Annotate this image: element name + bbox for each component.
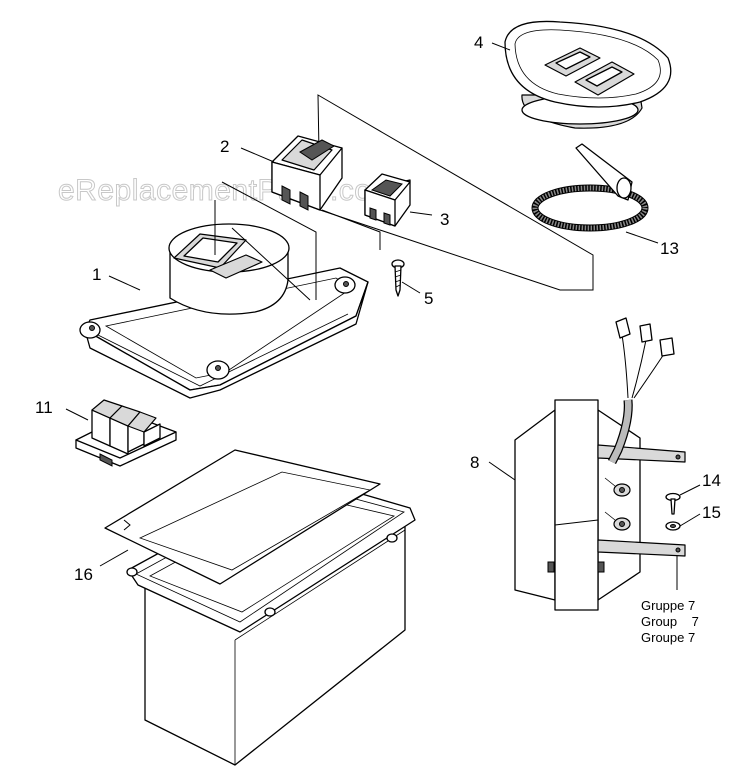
part-11-terminal-block [75,399,177,467]
callout-3: 3 [440,210,449,229]
part-16-cover-and-box [104,449,416,766]
group-note-fr: Groupe 7 [641,630,695,645]
callout-5: 5 [424,289,433,308]
callout-11: 11 [35,398,53,417]
callout-1: 1 [92,265,101,284]
part-2-rocker-switch [271,135,343,211]
part-8-bracket-assembly [514,317,686,611]
part-3-small-switch [364,173,411,227]
part-1-switch-housing [79,223,369,399]
plate-switch-lower-icon [574,61,635,96]
part-5-screw [391,259,405,297]
callout-4: 4 [474,33,483,52]
group-note-en: Group 7 [641,614,699,629]
leader-lines [65,42,701,590]
plate-switch-upper-icon [544,47,601,77]
part-4-switch-plate [504,20,672,129]
part-14-screw [665,492,681,515]
callout-8: 8 [470,453,479,472]
watermark-text: eReplacementParts.com [58,174,397,207]
assembly-line-housing [214,181,381,301]
callout-2: 2 [220,137,229,156]
callout-15: 15 [702,503,721,522]
part-13-cable-tie [531,143,649,232]
callout-16: 16 [74,565,93,584]
group-note-de: Gruppe 7 [641,598,695,613]
callout-13: 13 [660,239,679,258]
part-15-washer [665,521,681,531]
callout-14: 14 [702,471,721,490]
